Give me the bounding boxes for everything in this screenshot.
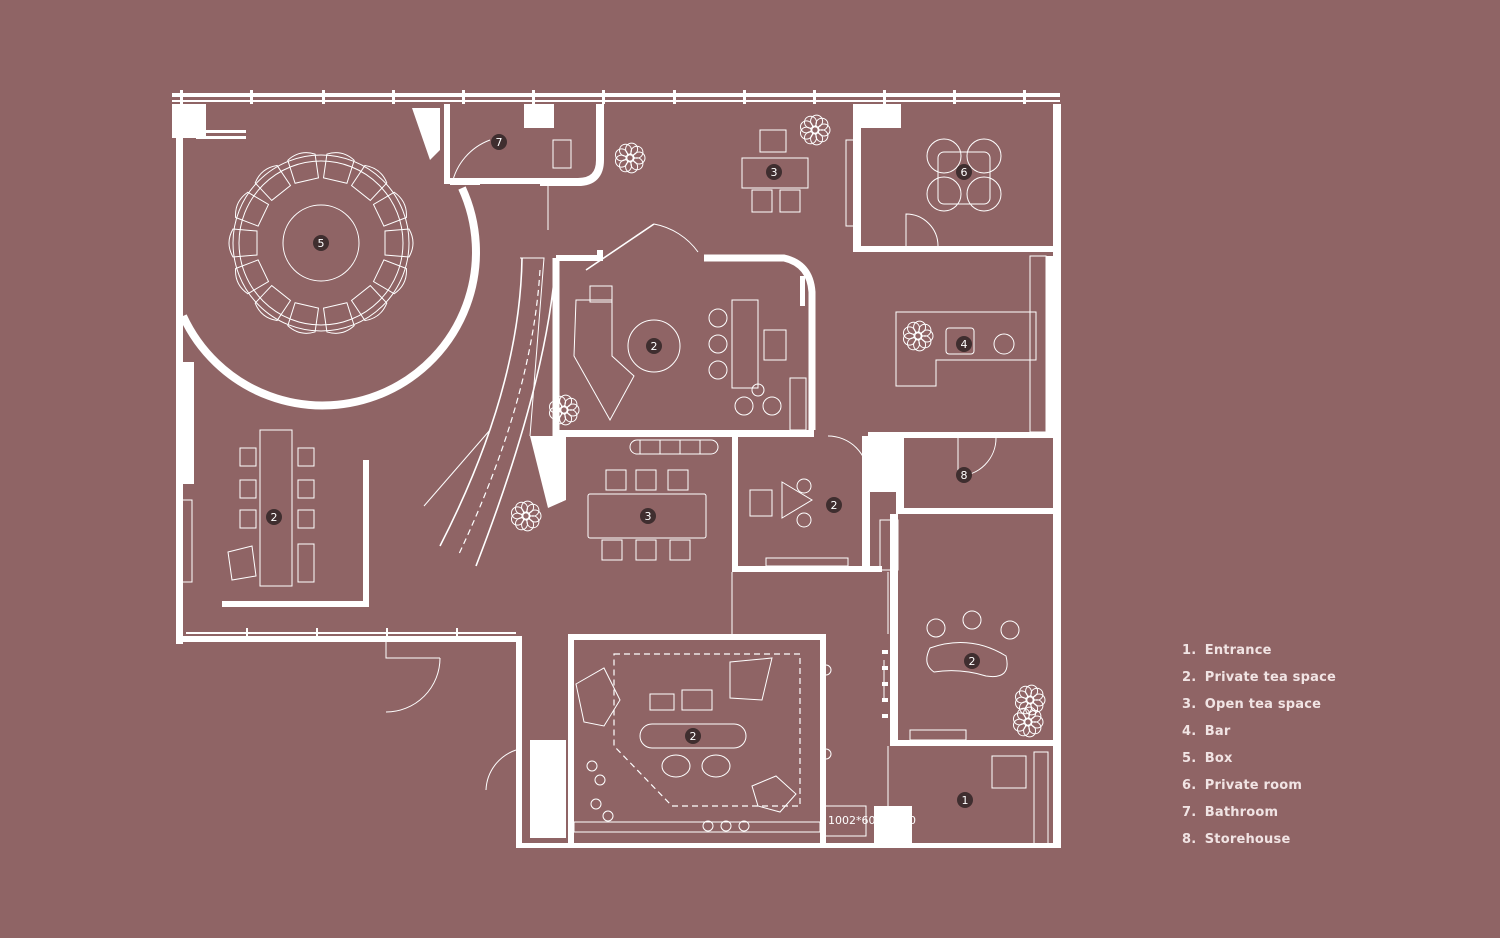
room-tag-number: 2 [969, 655, 976, 668]
exterior-walls [172, 104, 1061, 848]
legend-item-private-tea-space: 2. Private tea space [1182, 670, 1337, 685]
plant-icon [1015, 684, 1046, 716]
room-tag-number: 7 [496, 136, 503, 149]
plant-icon [1013, 706, 1044, 738]
chair-icon [372, 259, 407, 295]
room-tag-private-tea-bottom: 2 [685, 728, 701, 744]
room-tag-number: 2 [690, 730, 697, 743]
legend-item-storehouse: 8. Storehouse [1182, 832, 1291, 847]
private-tea-right [879, 514, 1053, 746]
storehouse [896, 432, 1054, 514]
chair-icon [372, 191, 407, 227]
chair-icon [350, 284, 388, 322]
room-tag-box: 5 [313, 235, 329, 251]
room-tag-number: 2 [831, 499, 838, 512]
plant-icon [549, 394, 580, 426]
private-tea-bottom [568, 634, 832, 844]
room-tag-number: 3 [771, 166, 778, 179]
chair-icon [235, 191, 270, 227]
legend-item-bathroom: 7. Bathroom [1182, 805, 1279, 820]
room-tag-number: 5 [318, 237, 325, 250]
room-tag-private-room: 6 [956, 164, 972, 180]
room-tag-number: 1 [962, 794, 969, 807]
entrance [823, 746, 1049, 848]
bathroom [444, 104, 604, 230]
room-tag-bathroom: 7 [491, 134, 507, 150]
chair-icon [384, 228, 414, 258]
private-tea-left [222, 429, 369, 607]
box-room [179, 108, 480, 410]
room-tag-entrance: 1 [957, 792, 973, 808]
room-tag-private-tea-left: 2 [266, 509, 282, 525]
corridor [731, 570, 889, 718]
chair-icon [322, 152, 355, 184]
legend-item-box: 5. Box [1182, 751, 1233, 766]
open-tea-middle [554, 436, 719, 561]
chair-icon [254, 284, 292, 322]
legend-item-private-room: 6. Private room [1182, 778, 1303, 793]
plant-icon [903, 320, 934, 352]
chair-icon [350, 164, 388, 202]
legend-item-bar: 4. Bar [1182, 724, 1231, 739]
plant-icon [615, 142, 646, 174]
room-tag-number: 2 [271, 511, 278, 524]
private-tea-center [520, 223, 816, 437]
chair-icon [287, 152, 320, 184]
chair-icon [235, 259, 270, 295]
plant-icon [800, 114, 831, 146]
room-tag-storehouse: 8 [956, 467, 972, 483]
room-tag-private-tea-small: 2 [826, 497, 842, 513]
room-tag-open-tea-top: 3 [766, 164, 782, 180]
room-tag-open-tea-middle: 3 [640, 508, 656, 524]
chair-icon [322, 302, 355, 334]
room-tags: 5 7 3 6 2 4 2 3 2 8 2 2 1 [266, 134, 980, 808]
room-tag-number: 8 [961, 469, 968, 482]
plant-icons [511, 114, 1046, 738]
room-tag-number: 3 [645, 510, 652, 523]
private-tea-small [732, 432, 902, 572]
room-tag-number: 4 [961, 338, 968, 351]
chair-icon [228, 228, 258, 258]
room-tag-bar: 4 [956, 336, 972, 352]
chair-icon [287, 302, 320, 334]
open-tea-top [741, 129, 857, 227]
legend: 1. Entrance 2. Private tea space 3. Open… [1182, 640, 1482, 856]
private-room [853, 104, 1053, 252]
window-bottom-left [186, 628, 516, 713]
room-tag-private-tea-center: 2 [646, 338, 662, 354]
window-top [172, 90, 1060, 104]
plan-note: 1002*600*1400 [828, 814, 916, 827]
bottom-left-nook [485, 740, 566, 838]
room-tag-private-tea-right: 2 [964, 653, 980, 669]
room-tag-number: 6 [961, 166, 968, 179]
plant-icon [511, 500, 542, 532]
chair-icon [254, 164, 292, 202]
curved-partition [423, 257, 566, 567]
room-tag-number: 2 [651, 340, 658, 353]
legend-item-open-tea-space: 3. Open tea space [1182, 697, 1322, 712]
legend-item-entrance: 1. Entrance [1182, 643, 1272, 658]
